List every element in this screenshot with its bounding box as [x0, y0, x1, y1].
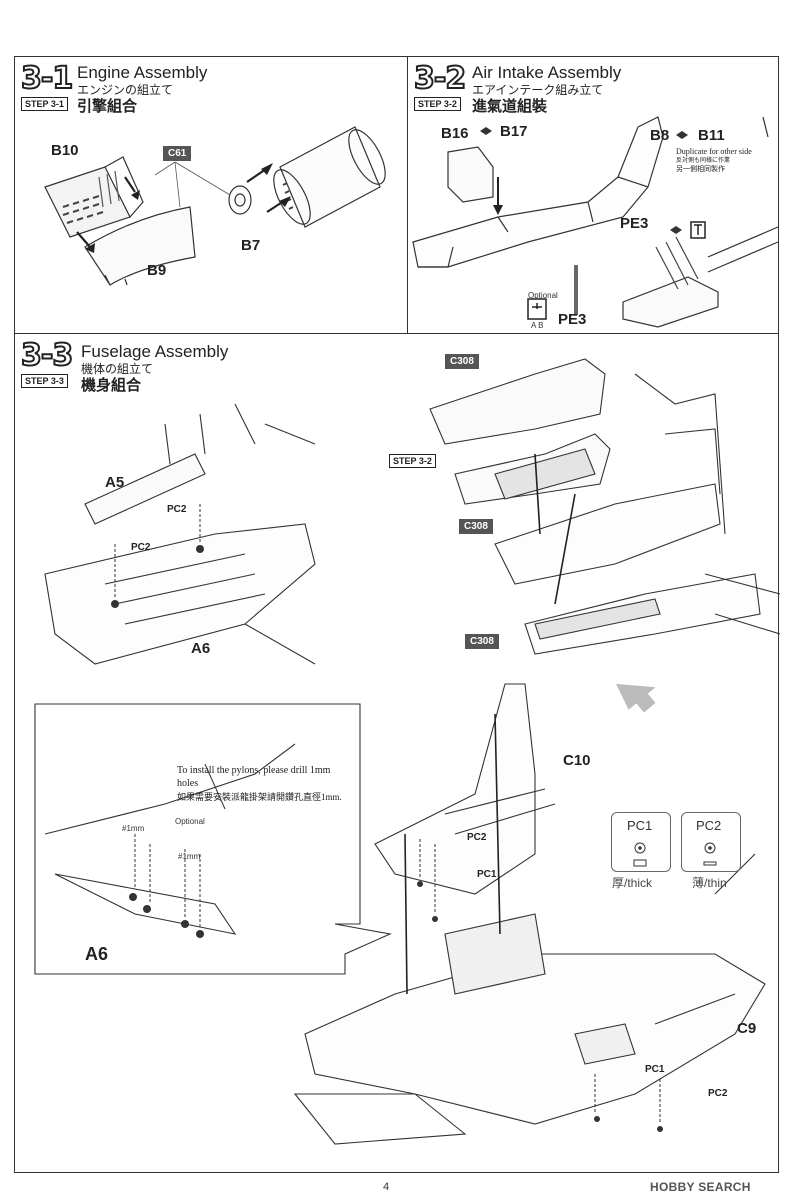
- step-3-1-panel: 3-1 Engine Assembly エンジンの組立て STEP 3-1 引擎…: [14, 56, 408, 334]
- drill-size-label: #1mm: [122, 824, 145, 833]
- part-pc2-label: PC2: [708, 1088, 728, 1099]
- step-3-2-panel: 3-2 Air Intake Assembly エアインテーク組み立て STEP…: [407, 56, 779, 334]
- part-pc2-label: PC2: [131, 542, 151, 553]
- pc2-legend-title: PC2: [696, 818, 722, 833]
- pc1-legend-box: [611, 812, 671, 872]
- part-pe3-label: PE3: [620, 215, 649, 232]
- step-title-jp: 機体の組立て: [81, 362, 154, 376]
- part-c61-tag: C61: [163, 146, 192, 161]
- step-title-jp: エンジンの組立て: [77, 83, 174, 97]
- part-pc2-label: PC2: [467, 832, 487, 843]
- duplicate-note-jp: 反対側も同様に作業: [676, 158, 731, 164]
- part-b10-label: B10: [51, 142, 79, 159]
- part-b16-label: B16: [441, 125, 469, 142]
- part-c308-tag: C308: [445, 354, 479, 369]
- part-b17-label: B17: [500, 123, 528, 140]
- part-b11-label: B11: [698, 127, 725, 144]
- step-number: 3-2: [413, 60, 467, 97]
- part-b7-label: B7: [241, 237, 261, 254]
- drill-size-label: #1mm: [178, 852, 201, 861]
- drill-note-en: To install the pylons, please drill 1mm …: [177, 765, 331, 789]
- page-number: 4: [383, 1181, 390, 1193]
- engine-assembly-drawing: [44, 126, 386, 286]
- pc-legend-icons: [633, 842, 717, 867]
- duplicate-note-cn: 另一側相同製作: [676, 165, 725, 173]
- optional-ab-label: A B: [531, 321, 544, 330]
- pc1-legend-label: 厚/thick: [612, 876, 653, 890]
- part-b9-label: B9: [147, 262, 167, 279]
- step-badge: STEP 3-3: [21, 374, 68, 388]
- duplicate-note-en: Duplicate for other side: [676, 147, 752, 156]
- part-pc1-label: PC1: [645, 1064, 665, 1075]
- step-title-cn: 進氣道組裝: [472, 98, 548, 115]
- optional-label: Optional: [528, 291, 558, 300]
- optional-label: Optional: [175, 817, 205, 826]
- step-title-cn: 引擎組合: [77, 98, 138, 115]
- part-pc2-label: PC2: [167, 504, 187, 515]
- step-badge: STEP 3-2: [414, 97, 461, 111]
- step-title: Engine Assembly: [77, 63, 208, 82]
- pc1-legend-title: PC1: [627, 818, 653, 833]
- part-c9-label: C9: [737, 1020, 757, 1037]
- part-b8-label: B8: [650, 127, 670, 144]
- part-c308-tag: C308: [459, 519, 493, 534]
- step-3-3-panel: 3-3 Fuselage Assembly 機体の組立て STEP 3-3 機身…: [14, 333, 780, 1173]
- step-3-2-reference: STEP 3-2: [389, 454, 436, 468]
- step-badge: STEP 3-1: [21, 97, 68, 111]
- step-number: 3-1: [20, 60, 74, 97]
- part-a6-label: A6: [85, 944, 109, 964]
- air-intake-drawing: [412, 116, 779, 328]
- step-title-cn: 機身組合: [81, 377, 142, 394]
- fuselage-assembly-drawing: [34, 358, 780, 1145]
- part-a6-label: A6: [191, 640, 211, 657]
- part-pe3-strip-label: PE3: [558, 311, 587, 328]
- hobby-search-watermark: HOBBY SEARCH: [650, 1180, 751, 1194]
- step-number: 3-3: [20, 337, 74, 374]
- step-title-jp: エアインテーク組み立て: [472, 83, 604, 97]
- step-title: Fuselage Assembly: [81, 342, 229, 361]
- part-c308-tag: C308: [465, 634, 499, 649]
- drill-note-cn: 如果需要安裝派龍掛架請開鑽孔直徑1mm.: [177, 792, 342, 802]
- part-c10-label: C10: [563, 752, 591, 769]
- pc2-legend-label: 薄/thin: [692, 876, 727, 890]
- part-a5-label: A5: [105, 474, 125, 491]
- part-pc1-label: PC1: [477, 869, 497, 880]
- step-title: Air Intake Assembly: [472, 63, 622, 82]
